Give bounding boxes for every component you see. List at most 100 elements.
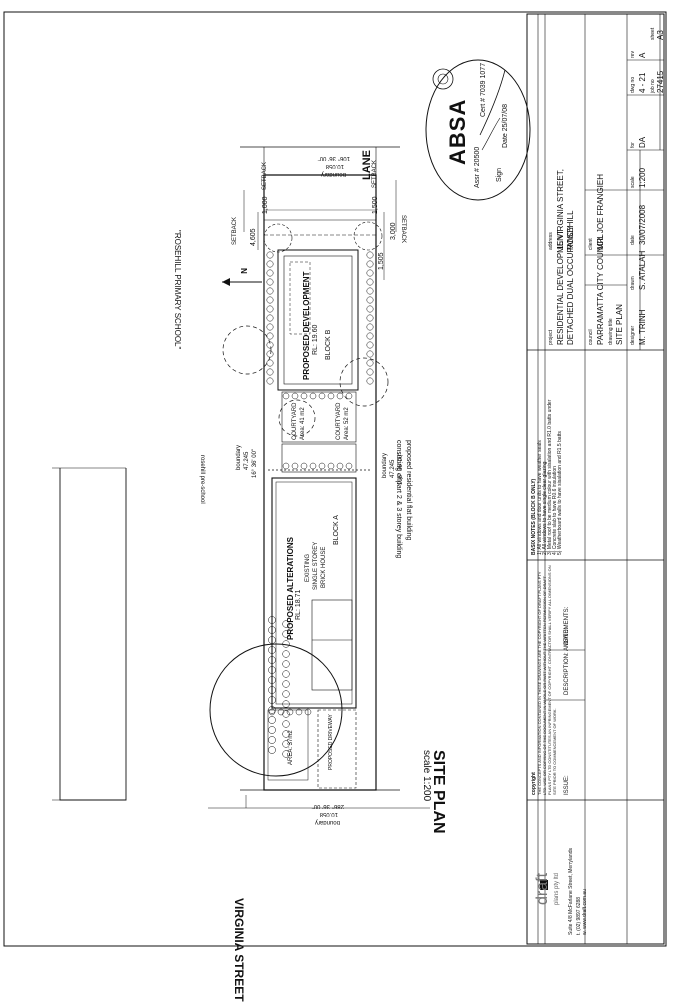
client-label: client <box>588 238 594 250</box>
shrub <box>304 708 312 716</box>
shrub <box>282 730 290 738</box>
shrub <box>266 377 274 385</box>
boundary-bearing: 106° 36' 00" <box>317 155 350 161</box>
tree-canopy <box>222 325 272 375</box>
boundary-label: boundary <box>320 171 346 177</box>
block-a-title: PROPOSED ALTERATIONS <box>286 537 295 640</box>
courtyard-area: Area: 52 m2 <box>344 407 350 440</box>
setback-label: SETBACK <box>232 216 238 245</box>
boundary-label: boundary <box>236 444 242 470</box>
shrub <box>327 462 335 470</box>
shrub <box>300 462 308 470</box>
shrub <box>345 462 353 470</box>
designer-value: M. TRINH <box>638 309 647 345</box>
block-b-rl: RL: 19.60 <box>312 324 319 355</box>
date2-label: date <box>630 235 636 245</box>
block-a-brick: BRICK HOUSE <box>321 546 327 588</box>
block-a-storey: SINGLE STOREY <box>313 541 319 590</box>
council-label: council <box>588 329 594 345</box>
shrub <box>268 736 276 744</box>
shrub <box>366 377 374 385</box>
shrub <box>366 251 374 259</box>
shrub <box>282 392 290 400</box>
shrub <box>266 314 274 322</box>
shrub <box>366 305 374 313</box>
rev-label: rev <box>630 51 636 58</box>
shrub <box>266 251 274 259</box>
boundary-bearing: 196° 36' 00" <box>398 452 404 485</box>
date-label: DATE: <box>564 627 570 645</box>
shrub <box>268 726 276 734</box>
shrub <box>336 462 344 470</box>
drawing-scale: scale 1:200 <box>421 750 432 802</box>
shrub <box>282 650 290 658</box>
drawing-title-value: SITE PLAN <box>615 304 624 345</box>
company-name: draft <box>534 872 551 905</box>
shrub <box>286 708 294 716</box>
absa-stamp-outline <box>425 59 531 201</box>
issue-label: ISSUE: <box>564 775 570 795</box>
shrub <box>268 676 276 684</box>
address-label: address <box>548 232 554 250</box>
site-plan-linework <box>3 11 667 947</box>
absa-stamp-name: ABSA <box>445 98 470 165</box>
shrub <box>366 260 374 268</box>
boundary-length: 10.058 <box>319 811 338 817</box>
absa-assessor: Assr # 20500 <box>474 146 481 188</box>
shrub <box>366 269 374 277</box>
dwg-value: 4 - 21 <box>638 72 647 93</box>
shrub <box>266 359 274 367</box>
setback-label: SETBACK <box>372 159 378 188</box>
block-a-rl: RL: 18.71 <box>295 589 302 620</box>
shrub <box>366 368 374 376</box>
shrub <box>309 392 317 400</box>
block-a-label: BLOCK A <box>333 515 340 545</box>
description-label: DESCRIPTION: AMENDMENTS: <box>564 606 570 695</box>
shrub <box>268 706 276 714</box>
shrub <box>366 296 374 304</box>
shrub <box>266 341 274 349</box>
address-line1: 15 VIRGINIA STREET, <box>556 169 565 250</box>
shrub <box>268 636 276 644</box>
block-a-outline <box>271 477 357 709</box>
block-b-title: PROPOSED DEVELOPMENT <box>302 271 311 380</box>
drawn-value: S. ATALAH <box>638 250 647 290</box>
shrub <box>300 392 308 400</box>
block-b-label: BLOCK B <box>325 329 332 360</box>
shrub <box>318 462 326 470</box>
shrub <box>268 746 276 754</box>
shrub <box>266 269 274 277</box>
block-b-outline <box>277 249 359 391</box>
shrub <box>266 305 274 313</box>
courtyard-area: Area: 41 m2 <box>300 407 306 440</box>
shrub <box>282 690 290 698</box>
setback-label: SETBACK <box>400 215 406 244</box>
shrub <box>366 287 374 295</box>
shrub <box>268 708 276 716</box>
tree-canopy-front <box>209 643 343 777</box>
shrub <box>266 368 274 376</box>
shrub <box>336 392 344 400</box>
shrub <box>345 392 353 400</box>
company-subname: plans pty ltd <box>554 872 560 905</box>
driveway-label: PROPOSED DRIVEWAY <box>328 714 334 770</box>
shrub <box>268 686 276 694</box>
preschool-label: rosehill pre-school <box>199 455 205 504</box>
courtyard-label: COURTYARD <box>336 402 342 440</box>
boundary-bearing: 286° 36' 00" <box>311 803 344 809</box>
for-label: for <box>630 142 636 148</box>
absa-sign: Sign <box>496 167 503 182</box>
shrub <box>282 670 290 678</box>
front-area-label: AREA: 37m2 <box>288 730 294 765</box>
for-value: DA <box>638 136 647 148</box>
shrub <box>277 708 285 716</box>
tree-canopy <box>339 357 389 407</box>
basix-note: 5) Weatherboard walls to have sisalation… <box>557 431 563 555</box>
shrub <box>295 708 303 716</box>
shrub <box>366 314 374 322</box>
company-web: w. www.draft.com.au <box>582 889 588 935</box>
scale-value: 1:200 <box>638 167 647 188</box>
shrub <box>282 710 290 718</box>
shrub <box>266 296 274 304</box>
shrub <box>268 696 276 704</box>
